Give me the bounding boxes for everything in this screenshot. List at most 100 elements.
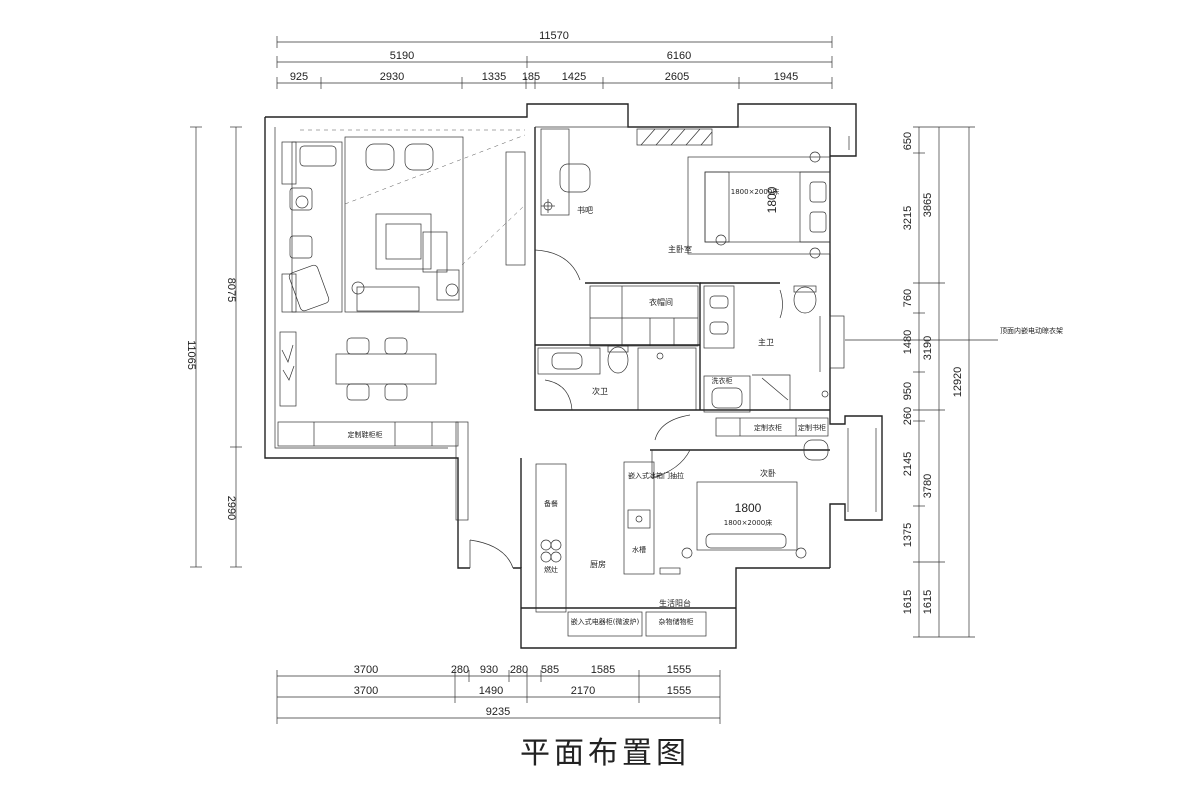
label-second-bed-size: 1800×2000床 [724, 518, 773, 527]
drawing-title: 平面布置图 [520, 736, 690, 771]
dim-bottom: 2170 [571, 685, 595, 697]
label-drying-rack: 顶面内嵌电动晾衣架 [1000, 326, 1063, 335]
left-dimensions: 8075 2990 11065 [185, 126, 242, 568]
label-custom-wardrobe: 定制衣柜 [754, 423, 782, 432]
shoe-cabinet [277, 421, 459, 447]
bottom-dimensions: 3700 280 930 280 585 1585 1555 3700 1490… [276, 664, 721, 724]
armchair [365, 143, 395, 171]
label-master-bed-width: 1800 [765, 186, 779, 213]
custom-cabinet [715, 417, 829, 437]
second-bed [696, 481, 798, 551]
kitchen: 备餐 燃灶 嵌入式冰箱门抽拉 水槽 厨房 生活阳台 嵌入式电器柜(微波炉) 杂物… [469, 458, 736, 637]
appliance-cabinet [567, 611, 643, 637]
master-toilet [793, 286, 817, 314]
dim-bottom: 1555 [667, 685, 691, 697]
dim-right: 2145 [902, 452, 914, 476]
label-custom-cabinet: 定制书柜 [798, 423, 826, 432]
dim-top-detail: 1425 [562, 71, 586, 83]
second-bath: 次卫 [534, 250, 700, 411]
kitchen-counter [535, 463, 567, 613]
dim-bottom: 930 [480, 664, 498, 676]
dim-right: 650 [902, 132, 914, 150]
dim-bottom-total: 9235 [486, 706, 510, 718]
window-rack [636, 128, 713, 146]
label-storage: 杂物储物柜 [659, 617, 694, 626]
dim-bottom: 1490 [479, 685, 503, 697]
vanity [537, 347, 601, 375]
right-balcony [847, 136, 877, 512]
dining-table [335, 353, 437, 385]
laundry-cabinet [703, 375, 751, 413]
dim-right-mid: 1615 [922, 590, 934, 614]
dim-right-mid: 3190 [922, 336, 934, 360]
master-bed-area [687, 156, 831, 255]
master-bath: 主卫 洗衣柜 [700, 285, 845, 413]
dim-bottom: 1555 [667, 664, 691, 676]
dim-top-detail: 1945 [774, 71, 798, 83]
right-dimensions: 650 3215 760 1480 950 260 2145 1375 1615… [902, 126, 975, 638]
label-prep: 备餐 [544, 499, 558, 508]
storage-cabinet [645, 611, 707, 637]
tv-cabinet [279, 331, 297, 407]
label-shoe-cabinet: 定制鞋柜柜 [348, 430, 383, 439]
double-vanity [703, 285, 735, 349]
living-rug [344, 136, 464, 313]
dim-top-detail: 2930 [380, 71, 404, 83]
dim-bottom: 1585 [591, 664, 615, 676]
outer-walls [264, 103, 883, 649]
dim-bottom: 3700 [354, 685, 378, 697]
fridge-cabinet [623, 461, 655, 575]
toilet [607, 346, 629, 374]
dim-right: 950 [902, 382, 914, 400]
room-master-bedroom: 主卧室 [668, 244, 692, 254]
dim-top-mid: 5190 [390, 50, 414, 62]
armchair [404, 143, 434, 171]
dim-top-detail: 2605 [665, 71, 689, 83]
master-bedroom: 书吧 1800×2000床 1800 主卧室 [534, 126, 831, 410]
room-second-bath: 次卫 [592, 386, 608, 396]
dim-right: 760 [902, 289, 914, 307]
dim-bottom: 280 [510, 664, 528, 676]
dim-bottom: 585 [541, 664, 559, 676]
label-fridge: 嵌入式冰箱门抽拉 [628, 471, 684, 480]
dim-top-total: 11570 [539, 30, 569, 42]
label-stove: 燃灶 [544, 565, 558, 574]
dim-left: 2990 [225, 496, 237, 520]
wardrobe: 衣帽间 [589, 285, 699, 347]
dim-bottom: 3700 [354, 664, 378, 676]
room-utility-balcony: 生活阳台 [659, 598, 691, 608]
dim-bottom: 280 [451, 664, 469, 676]
room-kitchen: 厨房 [590, 559, 606, 569]
label-wash-station: 嵌入式电器柜(微波炉) [571, 617, 640, 626]
dim-right-total: 12920 [952, 367, 964, 398]
dim-right: 1615 [902, 590, 914, 614]
dim-top-detail: 925 [290, 71, 308, 83]
dim-top-mid: 6160 [667, 50, 691, 62]
room-second-bedroom: 次卧 [760, 468, 776, 478]
coffee-table [375, 213, 432, 270]
dim-right-mid: 3780 [922, 474, 934, 498]
room-master-bath: 主卫 [758, 337, 774, 347]
dim-left-total: 11065 [185, 340, 197, 370]
room-wardrobe: 衣帽间 [649, 297, 673, 307]
partition [505, 151, 526, 266]
room-study-bar: 书吧 [577, 205, 593, 215]
study-desk [540, 128, 570, 216]
second-bedroom: 定制衣柜 定制书柜 次卧 1800 1800×2000床 [650, 414, 830, 559]
dim-right: 1375 [902, 523, 914, 547]
top-dimensions: 11570 5190 6160 925 2930 1335 185 1425 2… [276, 30, 833, 89]
sofa [291, 141, 343, 313]
dim-top-detail: 1335 [482, 71, 506, 83]
label-second-bed-width: 1800 [735, 501, 762, 515]
living-room: 定制鞋柜柜 [277, 129, 526, 521]
label-sink: 水槽 [632, 545, 646, 554]
dim-right: 3215 [902, 206, 914, 230]
dim-right: 1480 [902, 330, 914, 354]
dim-right: 260 [902, 407, 914, 425]
dim-top-detail: 185 [522, 71, 540, 83]
dim-left: 8075 [225, 278, 237, 302]
label-master-bed-size: 1800×2000床 [731, 187, 780, 196]
room-laundry: 洗衣柜 [712, 376, 733, 385]
dim-right-mid: 3865 [922, 193, 934, 217]
